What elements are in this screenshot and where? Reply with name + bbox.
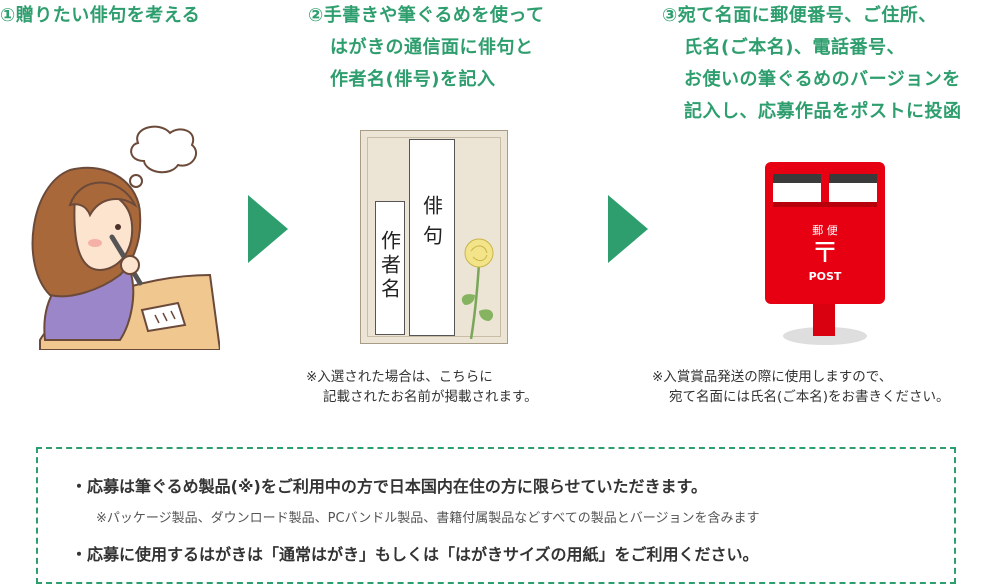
step2-title: ②手書きや筆ぐるめを使って はがきの通信面に俳句と 作者名(俳号)を記入 (308, 0, 544, 96)
haiku-field: 俳句 (409, 139, 455, 336)
author-label: 作者名 (377, 230, 402, 302)
step2-title-line: はがきの通信面に俳句と (330, 37, 534, 58)
step3-note-line: ※入賞賞品発送の際に使用しますので、 (652, 369, 893, 385)
conditions-box: ・応募は筆ぐるめ製品(※)をご利用中の方で日本国内在住の方に限らせていただきます… (36, 447, 956, 584)
step2-title-line: 作者名(俳号)を記入 (330, 69, 496, 90)
step2-note: ※入選された場合は、こちらに 記載されたお名前が掲載されます。 (306, 367, 538, 407)
mailbox-label-top: 郵 便 (812, 224, 838, 237)
author-name-field: 作者名 (375, 201, 405, 335)
step2-note-line: 記載されたお名前が掲載されます。 (323, 389, 538, 405)
condition-item: ・応募は筆ぐるめ製品(※)をご利用中の方で日本国内在住の方に限らせていただきます… (71, 477, 707, 496)
mailbox-label-bottom: POST (809, 270, 842, 283)
haiku-label: 俳句 (419, 195, 444, 255)
condition-item: ・応募に使用するはがきは「通常はがき」もしくは「はがきサイズの用紙」をご利用くだ… (71, 545, 759, 564)
step3-note-line: 宛て名面には氏名(ご本名)をお書きください。 (669, 389, 950, 405)
step3-title-line: 記入し、応募作品をポストに投函 (684, 101, 962, 122)
step1-title-line: ①贈りたい俳句を考える (0, 5, 201, 26)
step3-note: ※入賞賞品発送の際に使用しますので、 宛て名面には氏名(ご本名)をお書きください… (652, 367, 950, 407)
step1-title: ①贈りたい俳句を考える (0, 0, 200, 32)
step2-note-line: ※入選された場合は、こちらに (306, 369, 493, 385)
step3-title: ③宛て名面に郵便番号、ご住所、 氏名(ご本名)、電話番号、 お使いの筆ぐるめのバ… (662, 0, 962, 128)
postcard-illustration: 俳句 作者名 (360, 130, 508, 344)
girl-thinking-illustration (31, 125, 220, 350)
step3-title-line: 氏名(ご本名)、電話番号、 (684, 37, 905, 58)
paper-icon (140, 301, 187, 333)
mailbox-icon: 郵 便 〒 POST (765, 162, 885, 345)
arrow-right-icon (608, 195, 648, 263)
condition-footnote: ※パッケージ製品、ダウンロード製品、PCバンドル製品、書籍付属製品などすべての製… (96, 511, 760, 526)
step3-title-line: ③宛て名面に郵便番号、ご住所、 (662, 5, 937, 26)
step2-title-line: ②手書きや筆ぐるめを使って (308, 5, 545, 26)
thought-bubble-icon (121, 125, 197, 200)
postal-mark-icon: 〒 (811, 236, 839, 269)
arrow-right-icon (248, 195, 288, 263)
step3-title-line: お使いの筆ぐるめのバージョンを (684, 69, 961, 90)
rose-icon (461, 238, 494, 339)
